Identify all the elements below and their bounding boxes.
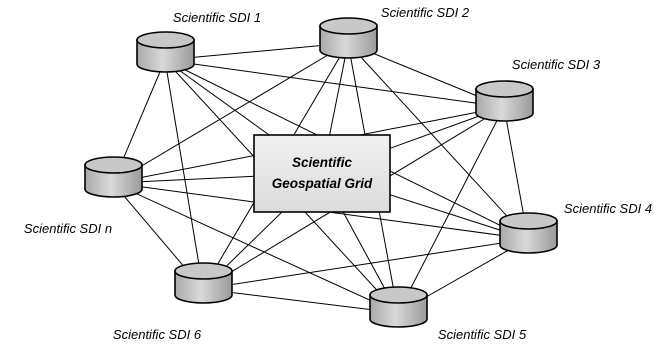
- database-cylinder-top: [475, 80, 534, 98]
- sdi-label: Scientific SDI 4: [564, 201, 652, 216]
- connection-line-sdi1-sdi2: [164, 42, 349, 61]
- grid-title-line2: Geospatial Grid: [272, 176, 373, 191]
- sdi-label: Scientific SDI 2: [381, 5, 470, 20]
- database-cylinder-icon: [499, 220, 558, 254]
- sdi-node-sdi4: Scientific SDI 4: [499, 201, 652, 254]
- geospatial-grid-box: [253, 134, 391, 213]
- database-cylinder-icon: [475, 88, 534, 122]
- connection-line-sdi1-sdi3: [164, 59, 505, 108]
- database-cylinder-top: [319, 17, 378, 35]
- database-cylinder-icon: [136, 39, 195, 73]
- database-cylinder-icon: [319, 25, 378, 59]
- database-cylinder-top: [84, 156, 143, 174]
- database-cylinder-top: [136, 31, 195, 49]
- connection-line-sdi5-sdin: [112, 182, 399, 314]
- connection-line-sdi2-sdin: [112, 42, 349, 184]
- sdi-nodes: Scientific SDI 1 Scientific SDI 2 Scientif…: [24, 5, 652, 342]
- sdi-node-sdin: Scientific SDI n: [24, 156, 143, 236]
- sdi-node-sdi1: Scientific SDI 1: [136, 10, 261, 73]
- sdi-node-sdi3: Scientific SDI 3: [475, 57, 601, 122]
- connection-line-sdi3-sdi5: [397, 106, 505, 314]
- sdi-label: Scientific SDI 6: [113, 327, 202, 342]
- connection-line-sdi5-sdi6: [202, 288, 399, 314]
- database-cylinder-top: [174, 262, 233, 280]
- database-cylinder-icon: [369, 294, 428, 328]
- sdi-label: Scientific SDI 1: [173, 10, 261, 25]
- connection-line-sdi1-sdi6: [164, 59, 204, 290]
- database-cylinder-icon: [174, 270, 233, 304]
- sdi-label: Scientific SDI n: [24, 221, 112, 236]
- sdi-node-sdi5: Scientific SDI 5: [369, 286, 527, 342]
- connection-line-sdi2-sdi4: [347, 42, 529, 240]
- sdi-label: Scientific SDI 3: [512, 57, 601, 72]
- sdi-node-sdi2: Scientific SDI 2: [319, 5, 470, 59]
- grid-title-line1: Scientific: [292, 155, 353, 170]
- geospatial-grid-node: Scientific Geospatial Grid: [253, 134, 391, 213]
- sdi-node-sdi6: Scientific SDI 6: [113, 262, 233, 342]
- connection-line-sdi4-sdi6: [202, 238, 529, 290]
- database-cylinder-top: [369, 286, 428, 304]
- database-cylinder-top: [499, 212, 558, 230]
- sdi-label: Scientific SDI 5: [438, 327, 527, 342]
- database-cylinder-icon: [84, 164, 143, 198]
